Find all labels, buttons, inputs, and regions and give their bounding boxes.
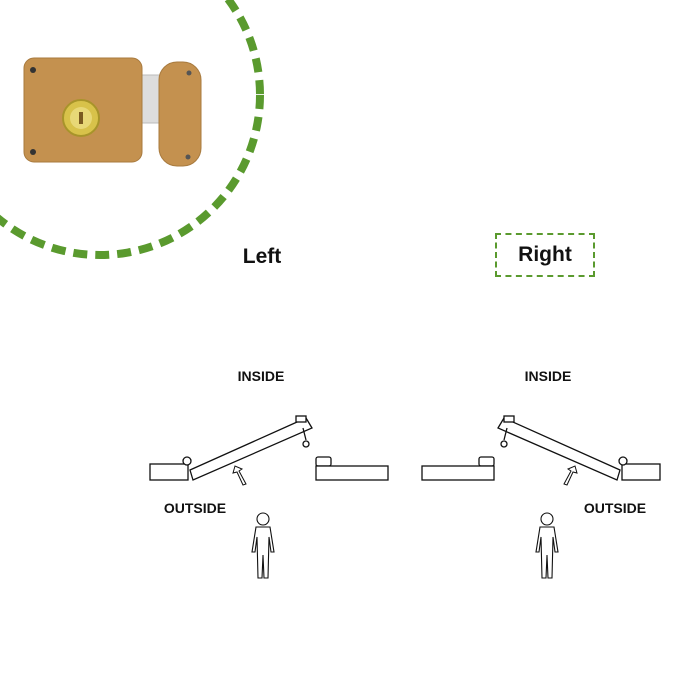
person-icon — [251, 512, 275, 579]
right-inside-label: INSIDE — [524, 368, 572, 384]
option-right-selected[interactable]: Right — [495, 233, 595, 277]
option-right-label: Right — [518, 243, 572, 266]
door-diagram-left — [149, 415, 389, 579]
right-outside-label: OUTSIDE — [583, 500, 647, 516]
product-lock-image — [23, 57, 202, 167]
highlight-dashed-circle — [0, 0, 264, 259]
door-diagram-right — [421, 415, 661, 579]
left-outside-label: OUTSIDE — [163, 500, 227, 516]
option-left[interactable]: Left — [242, 245, 282, 268]
left-inside-label: INSIDE — [237, 368, 285, 384]
